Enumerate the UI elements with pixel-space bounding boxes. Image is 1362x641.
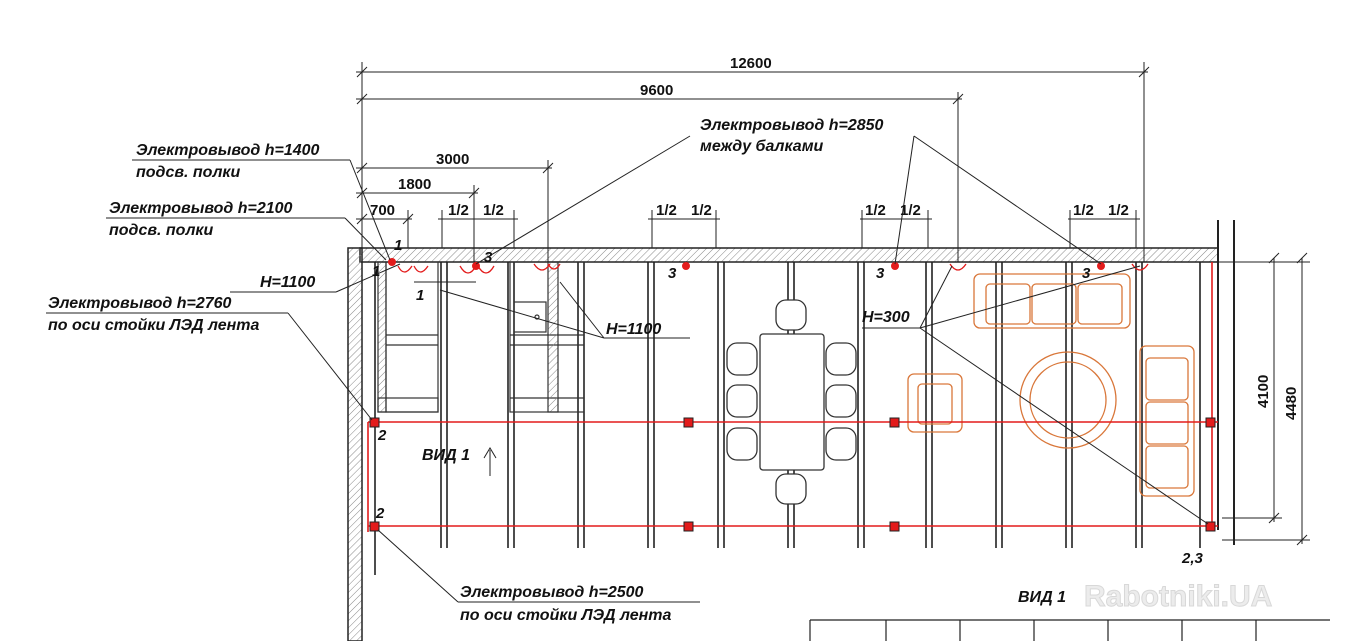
marker-3: 3 — [484, 249, 493, 266]
watermark-logo: Rabotniki.UA — [1084, 580, 1272, 613]
kitchen — [377, 261, 585, 413]
callout-e2760: Электровывод h=2760 — [48, 295, 232, 312]
dim-half: 1/2 — [448, 202, 469, 219]
callout-e2850-sub: между балками — [700, 138, 824, 155]
callout-e2100-sub: подсв. полки — [109, 222, 214, 239]
dim-half: 1/2 — [1073, 202, 1094, 219]
marker-2: 2 — [377, 427, 387, 444]
view-label-plan: ВИД 1 — [422, 447, 470, 464]
dining-chairs — [726, 299, 857, 505]
posts — [374, 262, 1201, 575]
marker-2: 2 — [375, 505, 385, 522]
callout-e2760-sub: по оси стойки ЛЭД лента — [48, 317, 259, 334]
callout-e1400-sub: подсв. полки — [136, 164, 241, 181]
marker-3: 3 — [668, 265, 677, 282]
dim-half: 1/2 — [656, 202, 677, 219]
callout-e2100: Электровывод h=2100 — [109, 200, 293, 217]
sofa-top — [973, 273, 1131, 329]
callout-h1100-right: H=1100 — [606, 321, 661, 338]
callout-e1400: Электровывод h=1400 — [136, 142, 320, 159]
marker-1: 1 — [416, 287, 424, 304]
sofa-right — [1139, 345, 1195, 497]
dim-half: 1/2 — [900, 202, 921, 219]
dim-1800: 1800 — [398, 176, 431, 193]
marker-2-3: 2,3 — [1181, 550, 1204, 567]
led-lines — [367, 262, 1218, 532]
view-label-bottom: ВИД 1 — [1018, 589, 1066, 606]
dim-half: 1/2 — [691, 202, 712, 219]
dim-3000: 3000 — [436, 151, 469, 168]
dim-4480: 4480 — [1283, 387, 1300, 420]
dim-12600: 12600 — [730, 55, 772, 72]
callout-e2500-sub: по оси стойки ЛЭД лента — [460, 607, 671, 624]
leader-lines — [46, 135, 1209, 603]
junctions — [369, 417, 1216, 532]
callout-e2500: Электровывод h=2500 — [460, 584, 644, 601]
armchair — [907, 373, 963, 433]
dim-half: 1/2 — [1108, 202, 1129, 219]
marker-1: 1 — [394, 237, 402, 254]
dim-9600: 9600 — [640, 82, 673, 99]
dining-set — [726, 299, 857, 505]
ceiling-lamps — [397, 263, 1149, 274]
dining-table — [759, 333, 825, 471]
view-table — [809, 619, 1330, 641]
callout-h300: H=300 — [862, 309, 910, 326]
marker-3: 3 — [876, 265, 885, 282]
callout-h1100-left: H=1100 — [260, 274, 315, 291]
marker-1: 1 — [372, 263, 380, 280]
dim-700: 700 — [370, 202, 395, 219]
round-table — [1019, 351, 1117, 449]
dim-half: 1/2 — [483, 202, 504, 219]
dim-half: 1/2 — [865, 202, 886, 219]
left-wall — [347, 247, 363, 641]
dim-4100: 4100 — [1255, 375, 1272, 408]
marker-3: 3 — [1082, 265, 1091, 282]
dimension-lines — [356, 62, 1310, 641]
living-furniture — [907, 273, 1195, 497]
callout-e2850: Электровывод h=2850 — [700, 117, 884, 134]
